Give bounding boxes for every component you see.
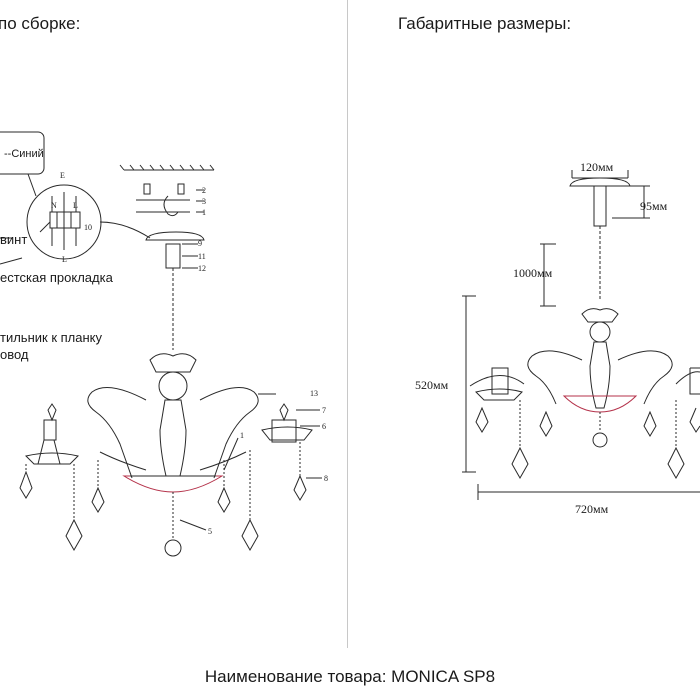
attach-label-line1: тильник к планку (0, 330, 102, 345)
panel-divider (347, 0, 348, 648)
attach-label-line2: овод (0, 347, 29, 362)
chandelier-right (469, 170, 700, 480)
candle-left (37, 403, 61, 465)
canopy (145, 231, 205, 241)
crystals-left (19, 442, 307, 552)
wire-color-label: --Синий (4, 148, 44, 160)
dim-total-width: 720мм (575, 502, 609, 516)
part-number: 8 (324, 474, 328, 483)
terminal-mark: N (51, 201, 57, 210)
part-leaders (179, 393, 322, 531)
gasket-label: естская прокладка (0, 270, 113, 285)
terminal-mark: E (60, 171, 65, 180)
part-number: 9 (198, 239, 202, 248)
terminal-block (49, 211, 81, 229)
dimensions-title: Габаритные размеры: (398, 14, 572, 33)
dimension-lines (462, 295, 700, 500)
screw-label: винт (0, 232, 28, 247)
dim-canopy-width: 120мм (580, 160, 614, 174)
part-number: 13 (310, 389, 318, 398)
canopy-hook (165, 243, 181, 269)
bottom-crystal (164, 539, 182, 557)
callout-pointer (99, 221, 151, 239)
terminal-mark: L (73, 201, 78, 210)
part-number: 3 (202, 197, 206, 206)
ball-top (158, 371, 188, 401)
part-number: 1 (240, 431, 244, 440)
candle-right (271, 403, 297, 443)
chandelier-left (25, 268, 313, 557)
part-number: 2 (202, 186, 206, 195)
canopy-right (569, 177, 631, 187)
terminal-mark: L (62, 255, 67, 264)
arm-left (87, 387, 147, 479)
dim-total-height: 520мм (415, 378, 449, 392)
part-number: 10 (84, 223, 92, 232)
wiring-callout (0, 131, 151, 265)
part-number: 7 (322, 406, 326, 415)
arm-right (199, 387, 259, 479)
part-number: 1 (202, 208, 206, 217)
part-number: 6 (322, 422, 326, 431)
dim-canopy-height: 95мм (640, 199, 668, 213)
part-number: 12 (198, 264, 206, 273)
assembly-title: по сборке: (0, 14, 81, 33)
bowl (122, 475, 224, 493)
product-name: Наименование товара: MONICA SP8 (204, 667, 496, 686)
cup-top (149, 353, 197, 373)
part-number: 5 (208, 527, 212, 536)
central-column (159, 399, 187, 477)
dim-chain-length: 1000мм (513, 266, 553, 280)
wire-label-box (0, 131, 45, 175)
part-number: 11 (198, 252, 206, 261)
